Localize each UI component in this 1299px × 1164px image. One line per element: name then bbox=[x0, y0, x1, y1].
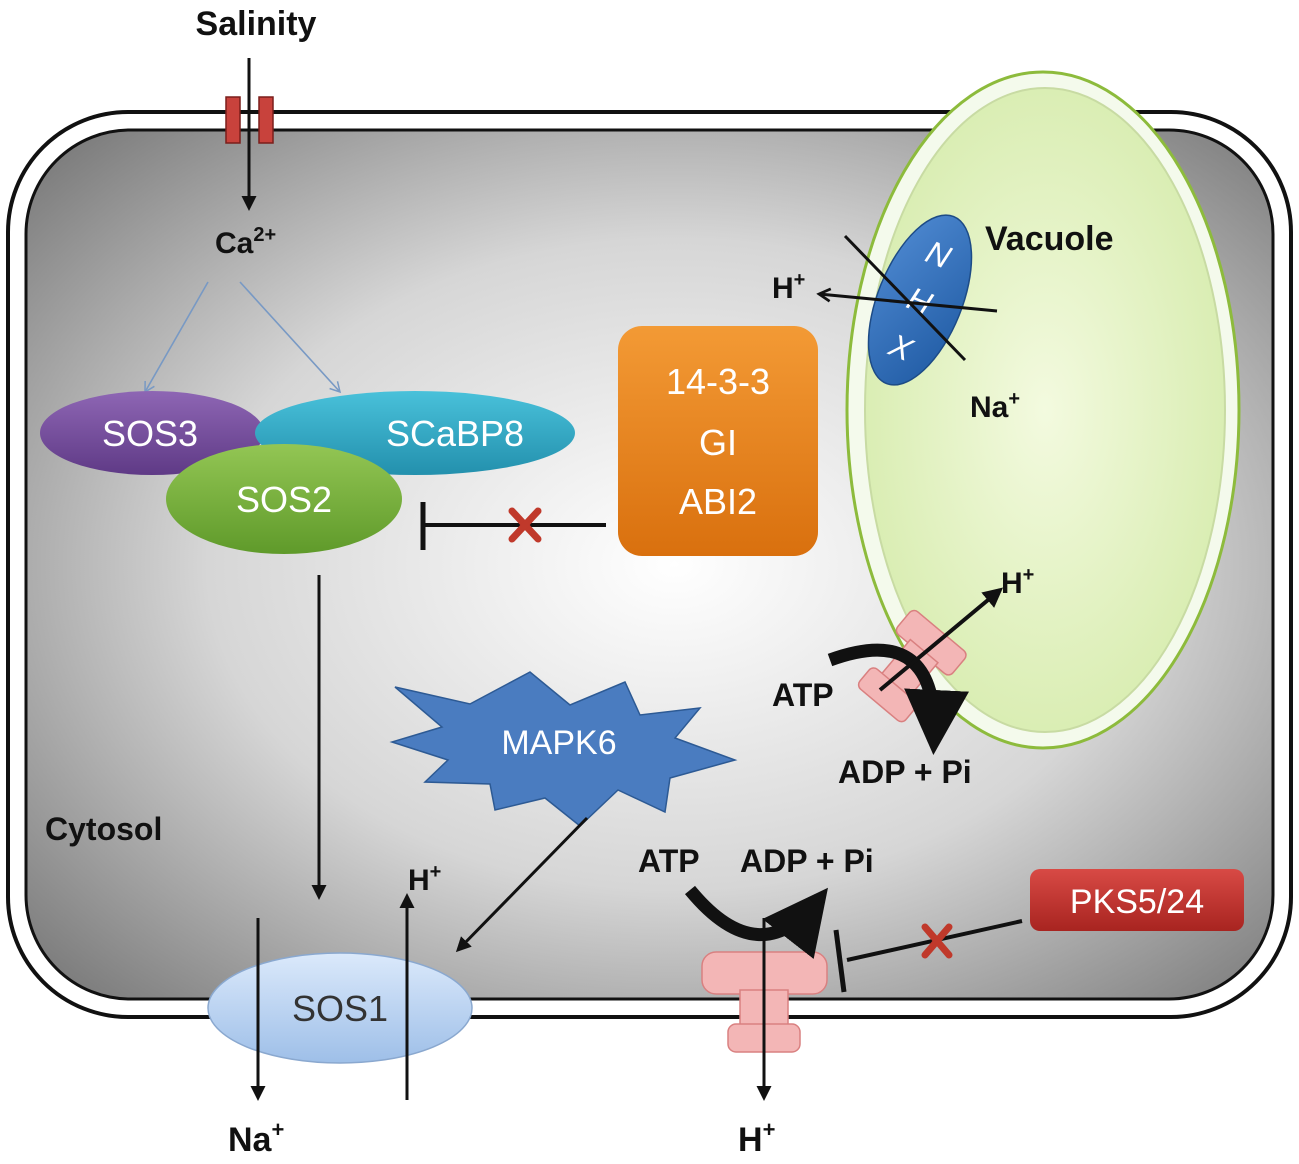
nhx-sodium-arrow bbox=[843, 234, 967, 362]
scabp8-label: SCaBP8 bbox=[386, 413, 524, 454]
vacuolar-adp-label: ADP + Pi bbox=[838, 754, 972, 790]
pks-inhibition-bar bbox=[833, 929, 847, 993]
sos3-label: SOS3 bbox=[102, 413, 198, 454]
ca-to-scabp8-arrow bbox=[239, 281, 342, 394]
pm-adp-label: ADP + Pi bbox=[740, 843, 874, 879]
vacuolar-proton-arrow bbox=[878, 587, 1004, 692]
mapk6-label: MAPK6 bbox=[501, 724, 616, 762]
vacuolar-proton-label: H+ bbox=[1001, 564, 1034, 600]
nhx-sodium-label: Na+ bbox=[970, 388, 1020, 424]
calcium-label: Ca2+ bbox=[215, 224, 276, 260]
regulator-label-gi: GI bbox=[699, 422, 737, 463]
regulator-label-abi2: ABI2 bbox=[679, 481, 757, 522]
sodium-out-label: Na+ bbox=[228, 1117, 284, 1159]
regulator-label-1414: 14-3-3 bbox=[666, 361, 770, 402]
sos2-label: SOS2 bbox=[236, 479, 332, 520]
mapk6-protein bbox=[389, 671, 738, 827]
regulator-box bbox=[618, 326, 818, 556]
sos3-protein bbox=[40, 391, 264, 475]
ca-to-sos3-arrow bbox=[144, 281, 209, 394]
sos2-protein bbox=[166, 444, 402, 554]
vacuolar-atp-hydrolysis-arrow bbox=[827, 643, 969, 755]
sos1-proton-label: H+ bbox=[408, 861, 441, 897]
inhibition-block-cross bbox=[508, 507, 542, 543]
cytosol-label: Cytosol bbox=[45, 811, 162, 847]
nhx-antiporter: N H X bbox=[867, 214, 973, 386]
calcium-channel-right bbox=[258, 96, 274, 144]
pks-box bbox=[1030, 869, 1244, 931]
nhx-proton-label: H+ bbox=[772, 269, 805, 305]
pks-block-cross bbox=[921, 923, 953, 959]
salinity-label: Salinity bbox=[196, 5, 317, 43]
pks-label: PKS5/24 bbox=[1070, 883, 1204, 921]
proton-out-label: H+ bbox=[738, 1117, 775, 1159]
pm-atp-hydrolysis-arrow bbox=[684, 885, 828, 959]
vacuole-label: Vacuole bbox=[985, 220, 1114, 258]
mapk6-to-sos1-arrow bbox=[455, 816, 589, 953]
vacuolar-atp-label: ATP bbox=[772, 677, 834, 713]
calcium-channel-left bbox=[225, 96, 241, 144]
pm-atp-label: ATP bbox=[638, 843, 700, 879]
sos1-label: SOS1 bbox=[292, 988, 388, 1029]
